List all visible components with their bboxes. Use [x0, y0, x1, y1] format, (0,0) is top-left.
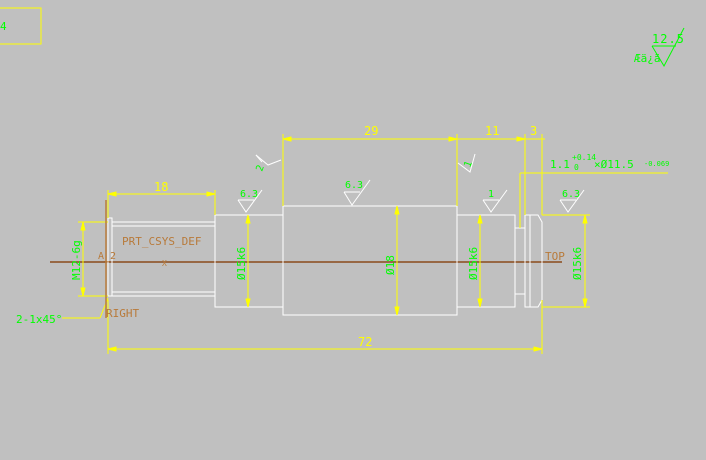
csys-marker[interactable]: PRT_CSYS_DEF A_2 X RIGHT TOP — [98, 200, 565, 320]
dim-dia-end[interactable]: Ø15k6 — [571, 247, 584, 280]
svg-text:+0.14: +0.14 — [572, 153, 596, 162]
dim-overall-length[interactable]: 72 — [358, 335, 372, 349]
csys-label-right: RIGHT — [106, 307, 139, 320]
dim-groove-width[interactable]: 3 — [530, 124, 537, 138]
shaft-geometry[interactable] — [107, 205, 543, 316]
svg-text:0: 0 — [574, 163, 579, 172]
dim-right-step-length[interactable]: 11 — [485, 124, 499, 138]
roughness-symbol-3[interactable]: 1 — [482, 189, 508, 213]
title-box[interactable] — [0, 7, 42, 45]
roughness-general-prefix: Æä¿ä — [634, 52, 661, 65]
roughness-symbol-5[interactable]: 1 — [457, 153, 476, 173]
roughness-symbol-6[interactable]: 2 — [254, 154, 282, 173]
chamfer-note[interactable]: 2-1x45° — [16, 313, 62, 326]
dimension-lines — [62, 134, 668, 354]
groove-note[interactable]: 1.1 +0.14 0 ×Ø11.5 -0.069 — [550, 153, 669, 172]
svg-text:6.3: 6.3 — [240, 189, 258, 200]
roughness-general-value: 12.5 — [652, 32, 685, 46]
svg-text:1: 1 — [462, 160, 474, 169]
svg-text:1: 1 — [488, 189, 494, 200]
dim-middle-length[interactable]: 29 — [364, 124, 378, 138]
csys-label-x: X — [162, 259, 167, 268]
csys-name: PRT_CSYS_DEF — [122, 235, 201, 248]
csys-label-top: TOP — [545, 250, 565, 263]
dim-thread[interactable]: M12-6g — [70, 240, 83, 280]
csys-label-a: A_2 — [98, 251, 116, 262]
svg-text:-0.069: -0.069 — [644, 160, 669, 168]
dim-dia-left[interactable]: Ø15k6 — [235, 247, 248, 280]
svg-text:1.1: 1.1 — [550, 158, 570, 171]
svg-text:6.3: 6.3 — [345, 180, 363, 191]
dim-left-step-length[interactable]: 18 — [154, 180, 168, 194]
svg-text:6.3: 6.3 — [562, 189, 580, 200]
roughness-symbol-4[interactable]: 6.3 — [559, 189, 585, 213]
svg-text:×Ø11.5: ×Ø11.5 — [594, 158, 634, 171]
dim-dia-middle[interactable]: Ø18 — [384, 255, 397, 275]
roughness-symbol-general: 12.5 Æä¿ä — [634, 27, 685, 68]
dim-dia-right[interactable]: Ø15k6 — [467, 247, 480, 280]
roughness-symbol-2[interactable]: 6.3 — [343, 179, 371, 206]
roughness-symbol-1[interactable]: 6.3 — [237, 189, 263, 213]
title-box-text: 4 — [0, 20, 7, 33]
svg-text:2: 2 — [254, 164, 266, 173]
